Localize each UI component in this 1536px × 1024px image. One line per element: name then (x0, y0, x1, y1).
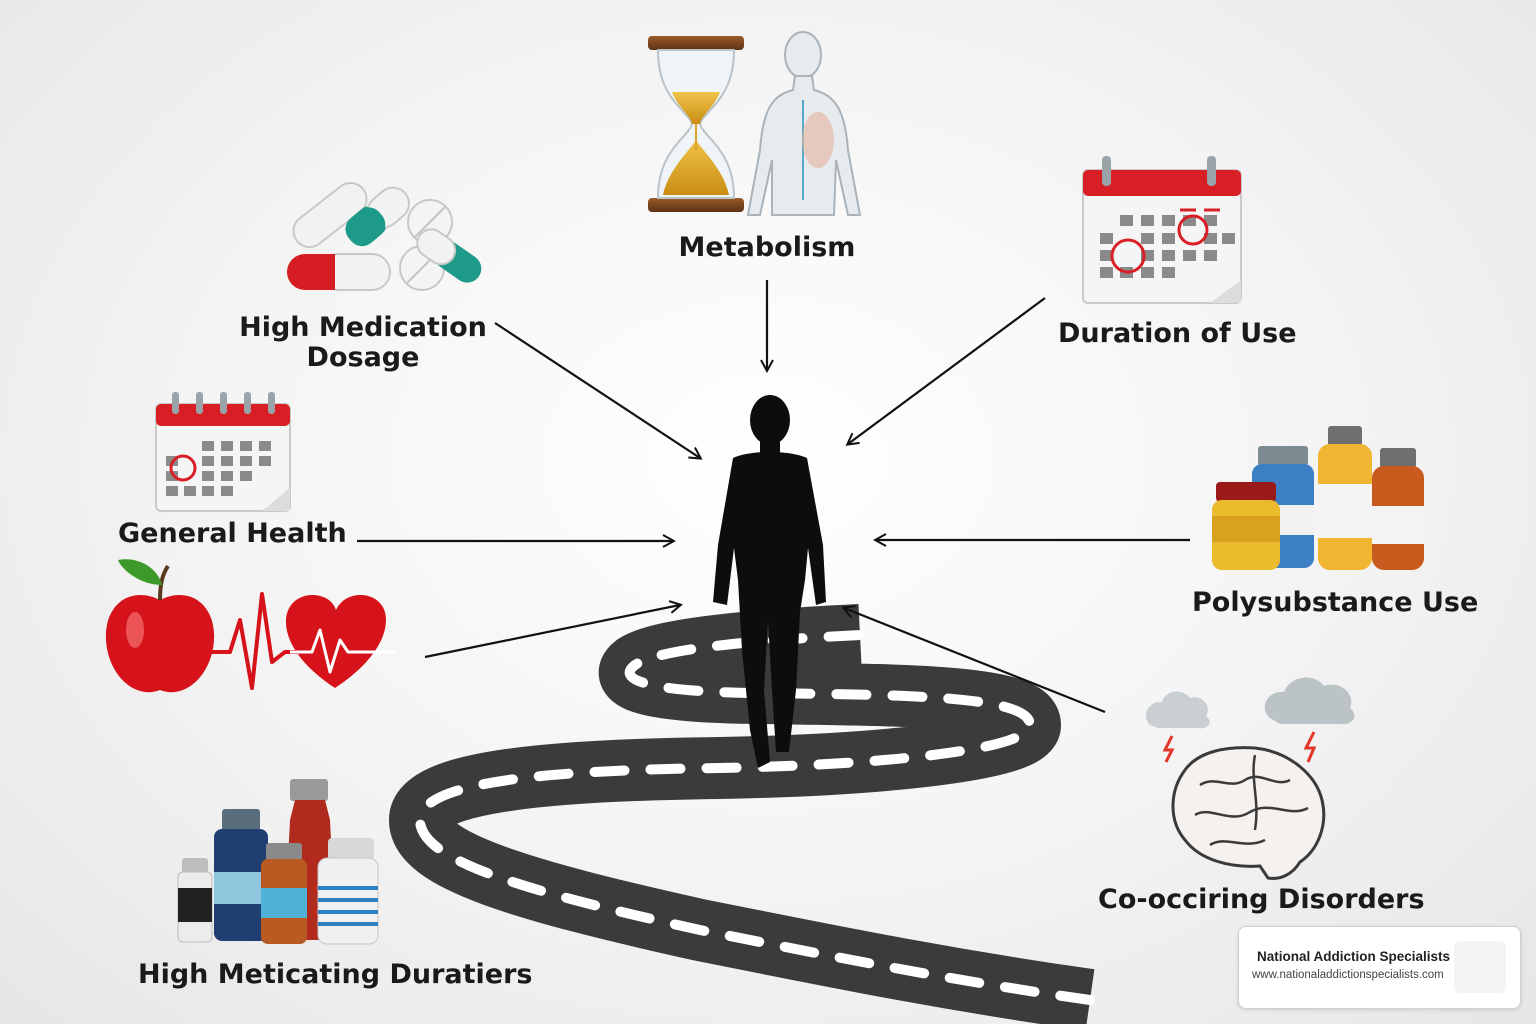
person-silhouette-icon (713, 395, 826, 768)
badge-title: National Addiction Specialists (1257, 949, 1451, 964)
winding-road (388, 604, 1095, 1024)
brain-icon (1171, 746, 1326, 880)
pills-icon (287, 181, 482, 291)
label-metabolism: Metabolism (678, 232, 856, 263)
arrow-co-occurring (844, 608, 1106, 714)
badge-url: www.nationaladdictionspecialists.com (1252, 969, 1444, 981)
brand-badge: National Addiction Specialists www.natio… (1238, 926, 1521, 1009)
label-high-medication-line1: High Medication (239, 312, 487, 343)
label-co-occuring-disorders: Co-occiring Disorders (1098, 884, 1425, 915)
heart-icon (285, 595, 395, 688)
calendar-icon (1082, 156, 1242, 304)
arrow-health-icons (424, 605, 680, 659)
label-high-medication-dosage: High Medication Dosage (238, 313, 488, 373)
hourglass-icon (648, 36, 744, 212)
label-general-health: General Health (118, 518, 347, 549)
label-duration-of-use: Duration of Use (1058, 318, 1297, 349)
apple-icon (105, 559, 215, 693)
arrow-medication-dosage (494, 322, 700, 458)
label-high-medication-line2: Dosage (306, 342, 420, 373)
medicine-bottles-icon (1212, 426, 1424, 570)
heartbeat-line-icon (205, 592, 300, 690)
prescription-bottles-icon (177, 779, 379, 945)
small-calendar-icon (155, 392, 291, 512)
label-high-medicating-duratiers: High Meticating Duratiers (138, 959, 533, 990)
arrows (357, 280, 1190, 714)
storm-cloud-icon (1145, 677, 1355, 763)
label-polysubstance-use: Polysubstance Use (1192, 587, 1479, 618)
human-body-icon (746, 31, 862, 216)
arrow-duration-of-use (848, 297, 1046, 444)
logo-icon (1454, 941, 1506, 993)
